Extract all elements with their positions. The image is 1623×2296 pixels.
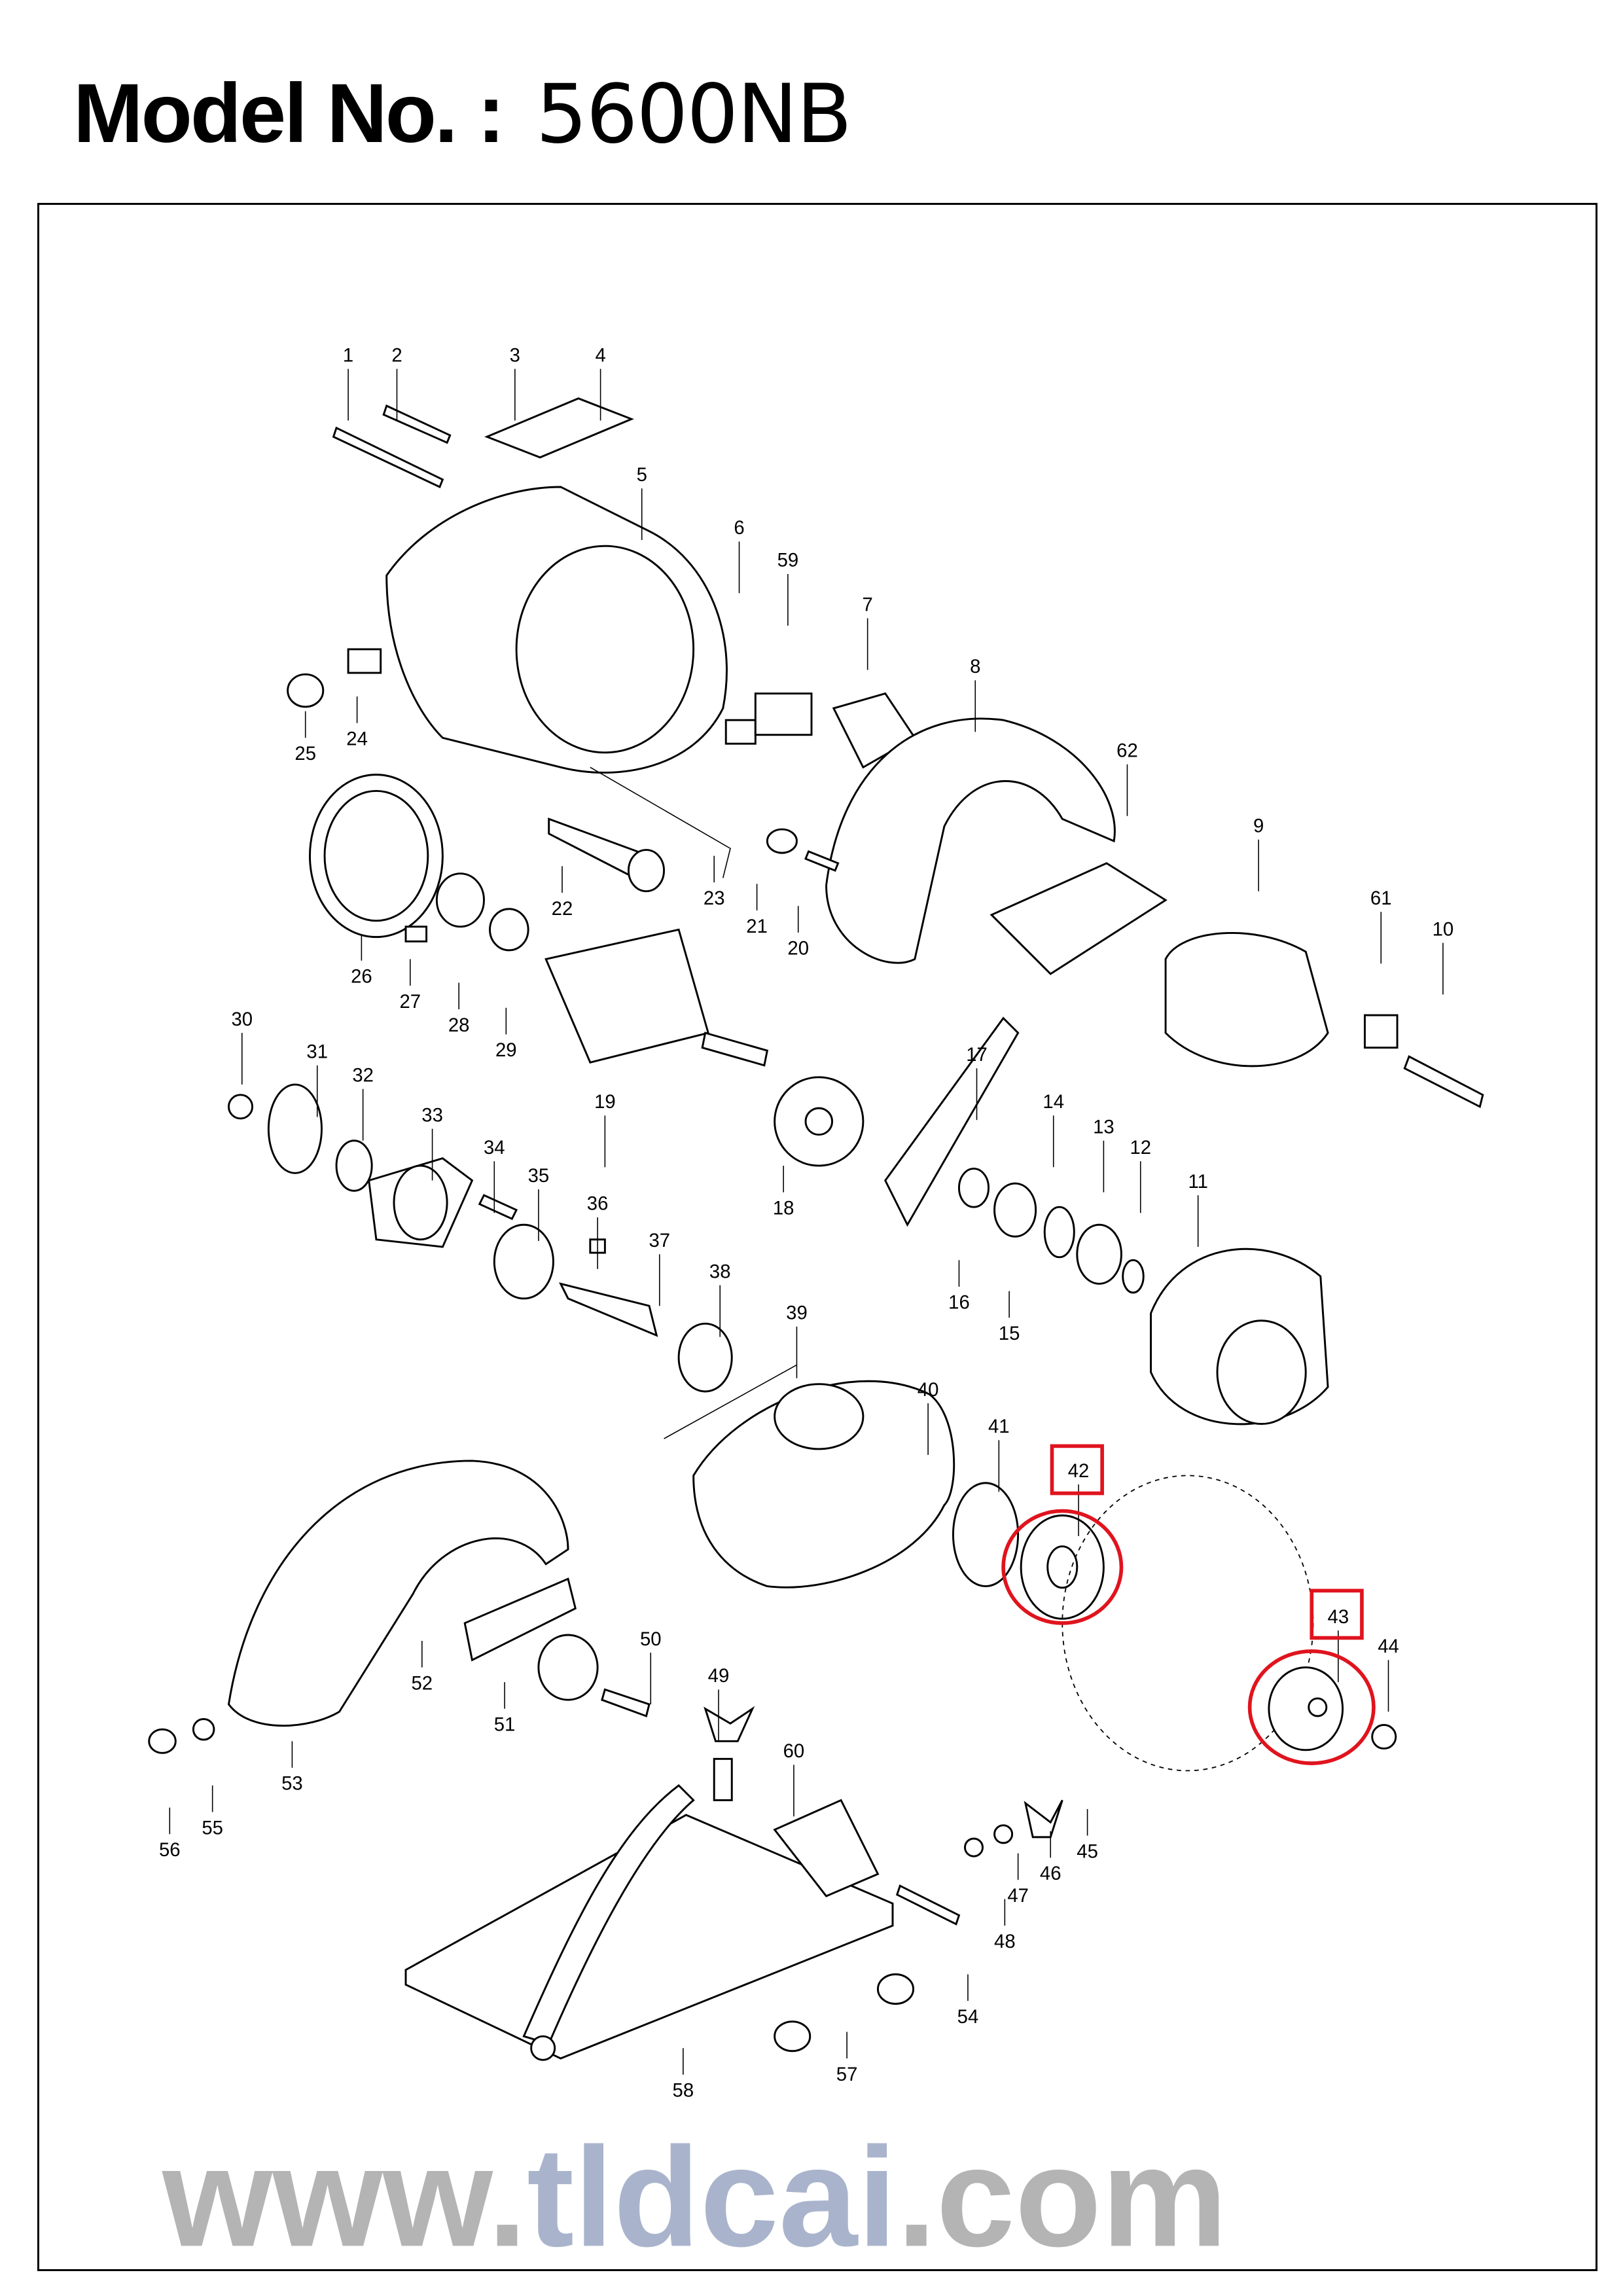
part-label-19: 19 xyxy=(594,1091,616,1113)
part-label-52: 52 xyxy=(412,1672,433,1694)
part-label-16: 16 xyxy=(948,1292,970,1314)
part-label-44: 44 xyxy=(1378,1636,1399,1657)
part-label-40: 40 xyxy=(918,1379,939,1401)
part-label-58: 58 xyxy=(673,2080,694,2102)
part-label-13: 13 xyxy=(1093,1116,1115,1138)
part-label-55: 55 xyxy=(202,1817,223,1839)
part-label-31: 31 xyxy=(306,1041,328,1062)
part-label-35: 35 xyxy=(528,1165,550,1187)
part-label-15: 15 xyxy=(999,1323,1020,1344)
part-label-45: 45 xyxy=(1077,1840,1098,1862)
highlight-box-42 xyxy=(1050,1444,1104,1496)
part-label-7: 7 xyxy=(863,594,873,615)
part-label-9: 9 xyxy=(1253,816,1264,837)
part-label-50: 50 xyxy=(640,1628,662,1650)
part-label-36: 36 xyxy=(587,1193,609,1215)
part-label-28: 28 xyxy=(448,1014,470,1036)
part-label-23: 23 xyxy=(704,888,725,909)
part-label-6: 6 xyxy=(734,517,744,539)
part-label-49: 49 xyxy=(708,1665,730,1687)
diagram-frame xyxy=(37,203,1597,2271)
highlight-circle-42 xyxy=(1001,1509,1124,1625)
part-label-38: 38 xyxy=(709,1261,731,1282)
model-title: Model No. :5600NB xyxy=(73,72,852,156)
part-label-59: 59 xyxy=(777,550,799,571)
part-label-47: 47 xyxy=(1007,1885,1029,1907)
part-label-32: 32 xyxy=(352,1065,374,1086)
model-number: 5600NB xyxy=(535,67,852,162)
watermark: www.tldcai.com xyxy=(162,2117,1228,2276)
highlight-circle-43 xyxy=(1247,1649,1376,1765)
part-label-27: 27 xyxy=(399,991,421,1013)
part-label-29: 29 xyxy=(495,1039,517,1061)
part-label-42: 42 xyxy=(1068,1460,1090,1482)
part-label-21: 21 xyxy=(746,916,768,937)
model-label: Model No. : xyxy=(73,67,505,160)
part-label-5: 5 xyxy=(637,464,647,486)
part-label-57: 57 xyxy=(836,2064,858,2085)
part-label-54: 54 xyxy=(957,2006,979,2028)
part-label-22: 22 xyxy=(552,898,573,920)
part-label-2: 2 xyxy=(391,344,402,366)
part-label-60: 60 xyxy=(783,1740,805,1762)
part-label-48: 48 xyxy=(994,1931,1016,1952)
part-label-4: 4 xyxy=(595,344,605,366)
part-label-33: 33 xyxy=(421,1104,443,1126)
part-label-39: 39 xyxy=(786,1302,808,1324)
part-illustrations xyxy=(148,397,1484,2061)
part-label-25: 25 xyxy=(294,743,316,764)
part-label-12: 12 xyxy=(1130,1137,1151,1158)
part-label-1: 1 xyxy=(343,344,353,366)
part-label-62: 62 xyxy=(1116,740,1138,762)
part-label-53: 53 xyxy=(281,1773,303,1795)
part-label-18: 18 xyxy=(773,1197,794,1219)
watermark-text: www.tldcai.com xyxy=(162,2117,1228,2276)
part-label-37: 37 xyxy=(649,1230,670,1251)
highlight-marks xyxy=(1001,1444,1376,1765)
part-label-51: 51 xyxy=(494,1714,516,1736)
part-label-41: 41 xyxy=(988,1416,1010,1437)
part-label-10: 10 xyxy=(1433,918,1454,940)
part-label-30: 30 xyxy=(231,1009,253,1030)
part-label-14: 14 xyxy=(1043,1091,1064,1113)
part-label-56: 56 xyxy=(159,1839,181,1861)
part-label-3: 3 xyxy=(510,344,520,366)
part-label-11: 11 xyxy=(1188,1171,1207,1193)
part-label-34: 34 xyxy=(484,1137,505,1158)
part-label-61: 61 xyxy=(1370,888,1392,909)
part-label-24: 24 xyxy=(346,728,368,750)
part-label-20: 20 xyxy=(787,938,809,960)
highlight-box-43 xyxy=(1310,1588,1364,1640)
part-label-26: 26 xyxy=(351,965,372,987)
part-label-8: 8 xyxy=(970,656,980,677)
part-label-43: 43 xyxy=(1328,1606,1349,1628)
part-label-17: 17 xyxy=(966,1044,988,1066)
part-label-46: 46 xyxy=(1040,1863,1061,1884)
